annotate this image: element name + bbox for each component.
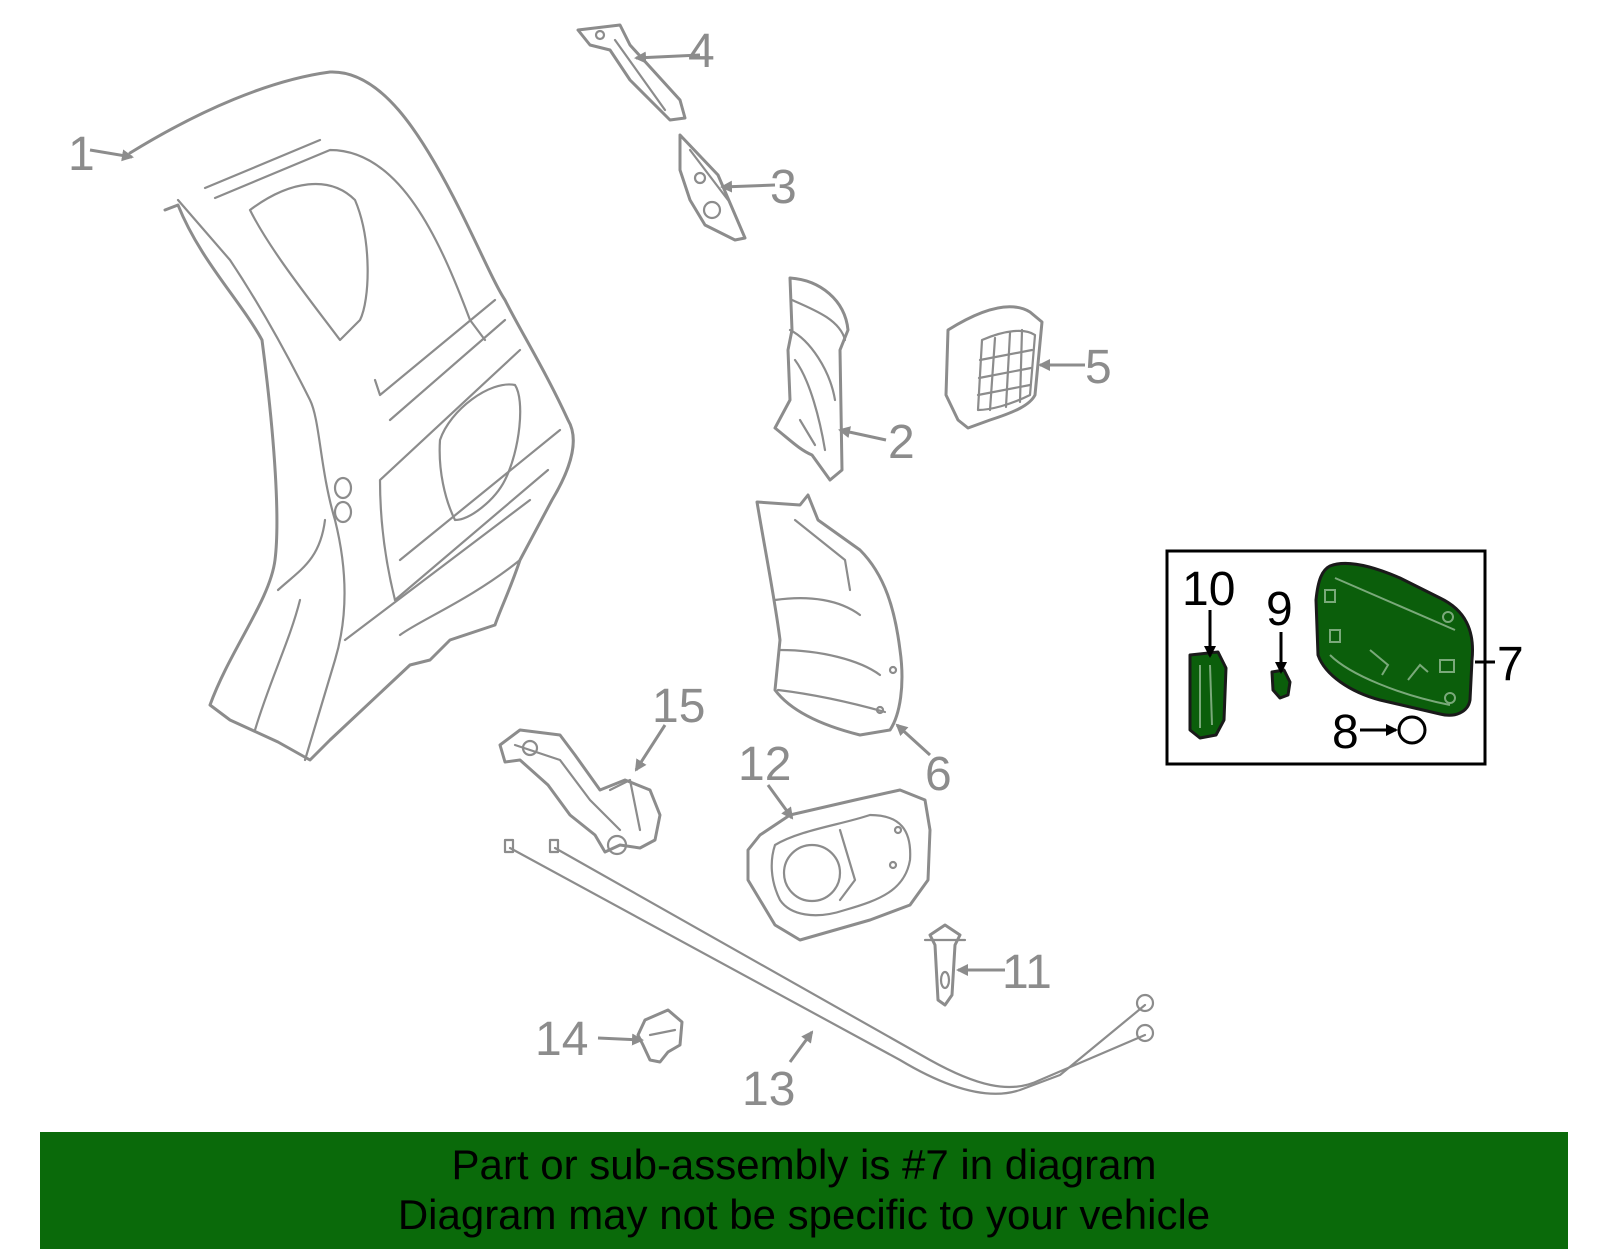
callout-10: 10 xyxy=(1182,563,1235,616)
inset-box: 10 9 7 8 xyxy=(1165,549,1524,766)
part-8-ring xyxy=(1397,715,1427,745)
callout-12: 12 xyxy=(738,738,791,791)
part-2-reinforcement xyxy=(773,276,850,482)
part-4-bracket xyxy=(576,23,687,122)
leader-4 xyxy=(634,51,701,64)
part-9-bumper xyxy=(1270,668,1292,700)
callout-8: 8 xyxy=(1332,706,1359,759)
callout-1: 1 xyxy=(68,128,95,181)
leader-6 xyxy=(895,723,932,757)
part-5-vent xyxy=(944,305,1044,430)
callout-2: 2 xyxy=(888,416,915,469)
callout-11: 11 xyxy=(1002,946,1052,999)
leader-13 xyxy=(788,1030,814,1063)
part-14-clip xyxy=(636,1008,684,1064)
leader-15 xyxy=(634,724,667,772)
part-1-quarter-panel xyxy=(128,70,575,762)
callout-14: 14 xyxy=(535,1013,588,1066)
banner-line-disclaimer: Diagram may not be specific to your vehi… xyxy=(397,1191,1211,1238)
banner-line-part-number: Part or sub-assembly is #7 in diagram xyxy=(451,1141,1157,1188)
leader-14 xyxy=(597,1033,644,1046)
info-banner: Part or sub-assembly is #7 in diagram Di… xyxy=(40,1132,1568,1249)
part-7-fuel-door xyxy=(1314,562,1475,717)
part-13-cable xyxy=(503,838,1155,1095)
part-6-liner xyxy=(755,493,904,737)
leader-2 xyxy=(838,426,887,442)
leader-3 xyxy=(720,180,776,193)
part-15-hinge xyxy=(498,728,662,856)
callout-5: 5 xyxy=(1085,341,1112,394)
part-11-pin xyxy=(923,923,967,1007)
callout-9: 9 xyxy=(1266,583,1293,636)
leader-12 xyxy=(766,784,794,820)
leader-1 xyxy=(89,148,134,162)
callout-4: 4 xyxy=(688,25,715,78)
callout-3: 3 xyxy=(770,161,797,214)
part-12-filler-housing xyxy=(746,788,932,942)
callout-15: 15 xyxy=(652,680,705,733)
callout-6: 6 xyxy=(925,748,952,801)
part-10-hinge-arm xyxy=(1188,650,1228,740)
callout-7: 7 xyxy=(1497,638,1524,691)
callout-13: 13 xyxy=(742,1063,795,1116)
